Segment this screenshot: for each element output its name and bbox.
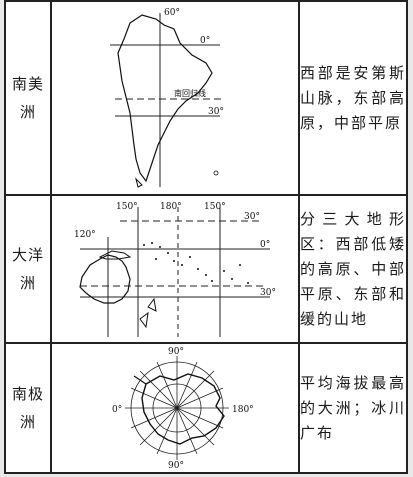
antarctica-outline	[141, 373, 225, 445]
south-america-map: 60° 0° 南回归线 30°	[110, 8, 225, 188]
lon-120-label: 120°	[74, 230, 96, 240]
description-cell: 平均海拔最高的大洲；冰川广布	[298, 342, 408, 474]
continent-name-cell: 南美 洲	[4, 0, 52, 196]
continent-name-line1: 南极	[11, 385, 44, 403]
left-label: 0°	[112, 405, 122, 415]
lon-150-label: 150°	[116, 202, 138, 212]
equator-label: 0°	[260, 240, 270, 250]
table-row-antarctica: 南极 洲 90° 0°	[4, 342, 408, 474]
description-cell: 分三大地形区：西部低矮的高原、中部平原、东部和缓的山地	[298, 194, 408, 344]
continent-name-line2: 洲	[19, 274, 36, 292]
south-america-outline	[117, 14, 213, 183]
lat-30-label: 30°	[208, 107, 224, 117]
continent-table: 南美 洲 60° 0° 南回归线 30° 西部是安第斯山脉，东部高原，中部平原	[4, 0, 408, 474]
map-cell: 150° 180° 150° 30° 120° 0° 30°	[50, 194, 300, 344]
lat-60-label: 60°	[164, 8, 180, 18]
map-cell: 60° 0° 南回归线 30°	[50, 0, 300, 196]
antarctica-map: 90° 0° 180° 90°	[112, 347, 254, 470]
lon-180-label: 180°	[160, 202, 182, 212]
equator-label: 0°	[200, 36, 210, 46]
top-label: 90°	[168, 347, 184, 357]
tropic-label: 南回归线	[174, 88, 206, 98]
map-cell: 90° 0° 180° 90°	[50, 342, 300, 474]
table-row-oceania: 大洋 洲	[4, 194, 408, 344]
table-row-south-america: 南美 洲 60° 0° 南回归线 30° 西部是安第斯山脉，东部高原，中部平原	[4, 0, 408, 196]
continent-name-line1: 大洋	[11, 246, 44, 264]
continent-name-line2: 洲	[19, 413, 36, 431]
continent-name-cell: 大洋 洲	[4, 194, 52, 344]
continent-name-line2: 洲	[19, 103, 36, 121]
continent-name-cell: 南极 洲	[4, 342, 52, 474]
oceania-map: 150° 180° 150° 30° 120° 0° 30°	[74, 202, 276, 337]
pacific-islands	[143, 242, 249, 284]
continent-name-line1: 南美	[11, 75, 44, 93]
right-label: 180°	[232, 405, 254, 415]
australia-outline	[79, 254, 131, 304]
description-cell: 西部是安第斯山脉，东部高原，中部平原	[298, 0, 408, 196]
lon-150w-label: 150°	[204, 202, 226, 212]
bottom-label: 90°	[168, 461, 184, 470]
lat-30n-label: 30°	[244, 212, 260, 222]
lat-30s-label: 30°	[260, 288, 276, 298]
